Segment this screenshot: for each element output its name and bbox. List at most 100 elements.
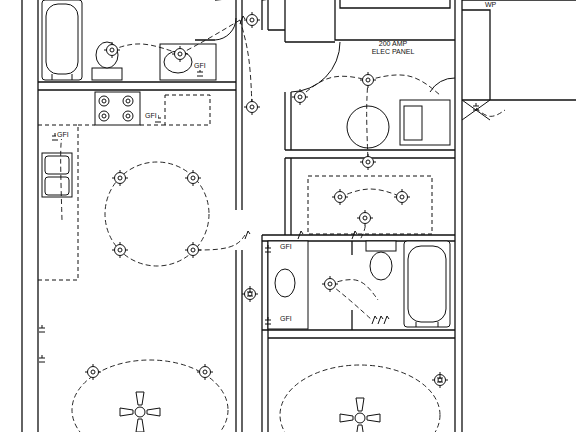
switch-wire <box>368 75 440 95</box>
weatherproof-label: WP <box>484 1 497 9</box>
wall-switch <box>378 316 383 324</box>
outlet-mark <box>437 375 443 382</box>
switch-loop <box>280 365 440 432</box>
light-ring <box>325 279 336 290</box>
light-core <box>118 248 122 252</box>
plan-stroke <box>52 74 72 80</box>
light-ring <box>363 75 374 86</box>
plan-stroke <box>95 92 140 125</box>
light-tick <box>104 42 120 58</box>
plan-stroke <box>99 96 109 106</box>
outlet-mark <box>247 289 253 296</box>
fan-blade <box>136 392 144 405</box>
fan-blade <box>340 414 353 422</box>
plan-stroke <box>340 0 450 8</box>
light-ring <box>88 367 99 378</box>
ceiling-light <box>332 189 348 205</box>
light-tick <box>360 154 376 170</box>
switch-loop <box>105 162 209 266</box>
outlet-mark <box>473 103 479 110</box>
light-ring <box>175 49 186 60</box>
fixtures <box>38 0 490 329</box>
light-ring <box>397 192 408 203</box>
plan-stroke <box>262 235 455 241</box>
outlet-mark <box>265 245 271 252</box>
gfi-label: GFI <box>56 131 70 139</box>
light-tick <box>185 170 201 186</box>
switch-wire <box>476 108 505 116</box>
plan-stroke <box>45 177 69 195</box>
plan-stroke <box>236 0 242 210</box>
outlet <box>247 289 253 296</box>
switch-wire <box>367 80 368 160</box>
light-tick <box>432 372 448 388</box>
fixture-marks <box>39 12 505 432</box>
ceiling-light <box>244 99 260 115</box>
plan-stroke <box>22 0 38 432</box>
ceiling-light <box>242 286 258 302</box>
ceiling-light <box>104 42 120 58</box>
fan-blade <box>356 398 364 411</box>
ceiling-light <box>432 372 448 388</box>
ceiling-light <box>85 364 101 380</box>
plan-stroke <box>351 241 352 330</box>
outlet-mark <box>197 69 203 76</box>
outlet <box>437 375 443 382</box>
switch-wire <box>330 284 372 320</box>
switch-wire <box>300 76 368 97</box>
light-core <box>110 48 114 52</box>
light-tick <box>242 286 258 302</box>
light-core <box>191 248 195 252</box>
outlet-mark <box>39 325 45 332</box>
light-tick <box>357 210 373 226</box>
ceiling-light <box>360 72 376 88</box>
light-ring <box>245 289 256 300</box>
outlet <box>473 103 479 110</box>
light-tick <box>394 189 410 205</box>
light-tick <box>197 364 213 380</box>
light-core <box>178 52 182 56</box>
gfi-label: GFI <box>144 112 158 120</box>
light-ring <box>435 375 446 386</box>
light-ring <box>295 92 306 103</box>
wall-switch <box>384 316 389 324</box>
light-ring <box>115 245 126 256</box>
fan-blade <box>136 419 144 432</box>
light-ring <box>200 367 211 378</box>
light-ring <box>247 15 258 26</box>
plan-stroke <box>285 0 455 150</box>
light-ring <box>247 102 258 113</box>
fan-blade <box>367 414 380 422</box>
light-core <box>298 95 302 99</box>
fan-blade <box>356 425 364 432</box>
light-tick <box>322 276 338 292</box>
wall-switch <box>240 16 245 24</box>
outlet <box>265 245 271 252</box>
light-tick <box>360 72 376 88</box>
ceiling-light <box>244 12 260 28</box>
fan-blade <box>120 408 133 416</box>
plan-stroke <box>404 106 422 140</box>
ceiling-light <box>112 242 128 258</box>
light-ring <box>115 173 126 184</box>
ceiling-light <box>394 189 410 205</box>
light-ring <box>188 173 199 184</box>
gfi-label: GFI <box>279 315 293 323</box>
light-core <box>91 370 95 374</box>
light-tick <box>244 99 260 115</box>
wall-switch <box>352 231 357 239</box>
light-core <box>400 195 404 199</box>
ceiling-light <box>357 210 373 226</box>
plan-stroke <box>370 252 392 280</box>
plan-stroke <box>99 111 109 121</box>
plan-stroke <box>404 241 450 327</box>
plan-stroke <box>126 99 130 103</box>
light-core <box>250 18 254 22</box>
outlet <box>265 317 271 324</box>
light-tick <box>292 89 308 105</box>
outlet <box>39 325 45 332</box>
light-tick <box>172 46 188 62</box>
ceiling-light <box>112 170 128 186</box>
light-ring <box>188 245 199 256</box>
